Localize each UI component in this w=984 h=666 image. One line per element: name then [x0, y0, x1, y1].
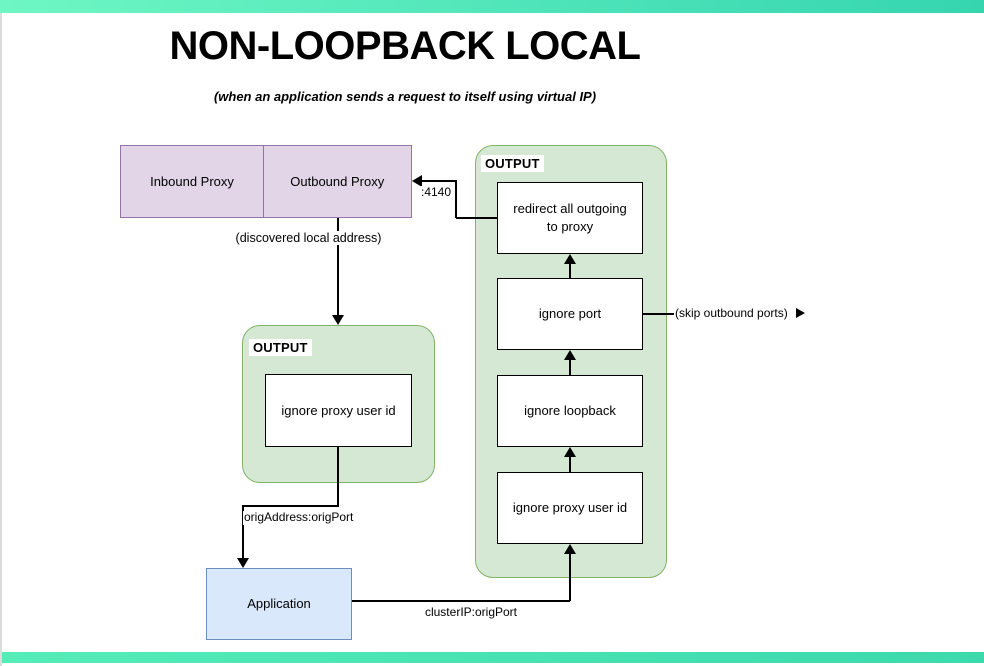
node-application: Application: [206, 568, 352, 640]
rule-label: ignore port: [538, 306, 602, 322]
inbound-proxy-label: Inbound Proxy: [150, 173, 234, 189]
down-arrowhead-icon: [236, 558, 249, 568]
up-arrowhead-icon: [563, 254, 576, 264]
label-discovered-local-address: (discovered local address): [227, 231, 390, 246]
label-orig-address-port: origAddress:origPort: [243, 510, 355, 525]
rule-label: ignore proxy user id: [281, 402, 396, 418]
bottom-accent-bar: [0, 652, 984, 663]
up-arrowhead-icon: [563, 350, 576, 360]
node-outbound-proxy: Outbound Proxy: [262, 145, 412, 218]
rule-redirect-all-outgoing-to-proxy: redirect all outgoing to proxy: [497, 182, 643, 254]
diagram-title: NON-LOOPBACK LOCAL: [169, 24, 641, 68]
left-window-edge: [0, 13, 2, 666]
down-arrowhead-icon: [331, 315, 344, 325]
left-arrowhead-icon: [412, 175, 422, 187]
output-container-virtual-ip-title: OUTPUT: [481, 155, 544, 172]
label-cluster-ip-port: clusterIP:origPort: [415, 605, 527, 620]
diagram-subtitle: (when an application sends a request to …: [213, 89, 597, 104]
label-skip-outbound-ports: (skip outbound ports): [675, 306, 788, 320]
outbound-proxy-label: Outbound Proxy: [290, 173, 385, 189]
rule-label: redirect all outgoing to proxy: [513, 201, 627, 234]
right-arrowhead-icon: [796, 308, 805, 318]
rule-ignore-loopback: ignore loopback: [497, 375, 643, 447]
up-arrowhead-icon: [563, 447, 576, 457]
application-label: Application: [247, 596, 311, 612]
rule-ignore-port: ignore port: [497, 278, 643, 350]
rule-local-ignore-proxy-user-id: ignore proxy user id: [265, 374, 412, 447]
rule-label: ignore proxy user id: [512, 500, 628, 516]
rule-label: ignore loopback: [524, 403, 616, 419]
top-accent-bar: [0, 0, 984, 13]
label-proxy-port-4140: :4140: [420, 185, 453, 200]
rule-ignore-proxy-user-id: ignore proxy user id: [497, 472, 643, 544]
up-arrowhead-icon: [563, 544, 576, 554]
node-inbound-proxy: Inbound Proxy: [120, 145, 264, 218]
output-container-local-title: OUTPUT: [249, 339, 312, 356]
